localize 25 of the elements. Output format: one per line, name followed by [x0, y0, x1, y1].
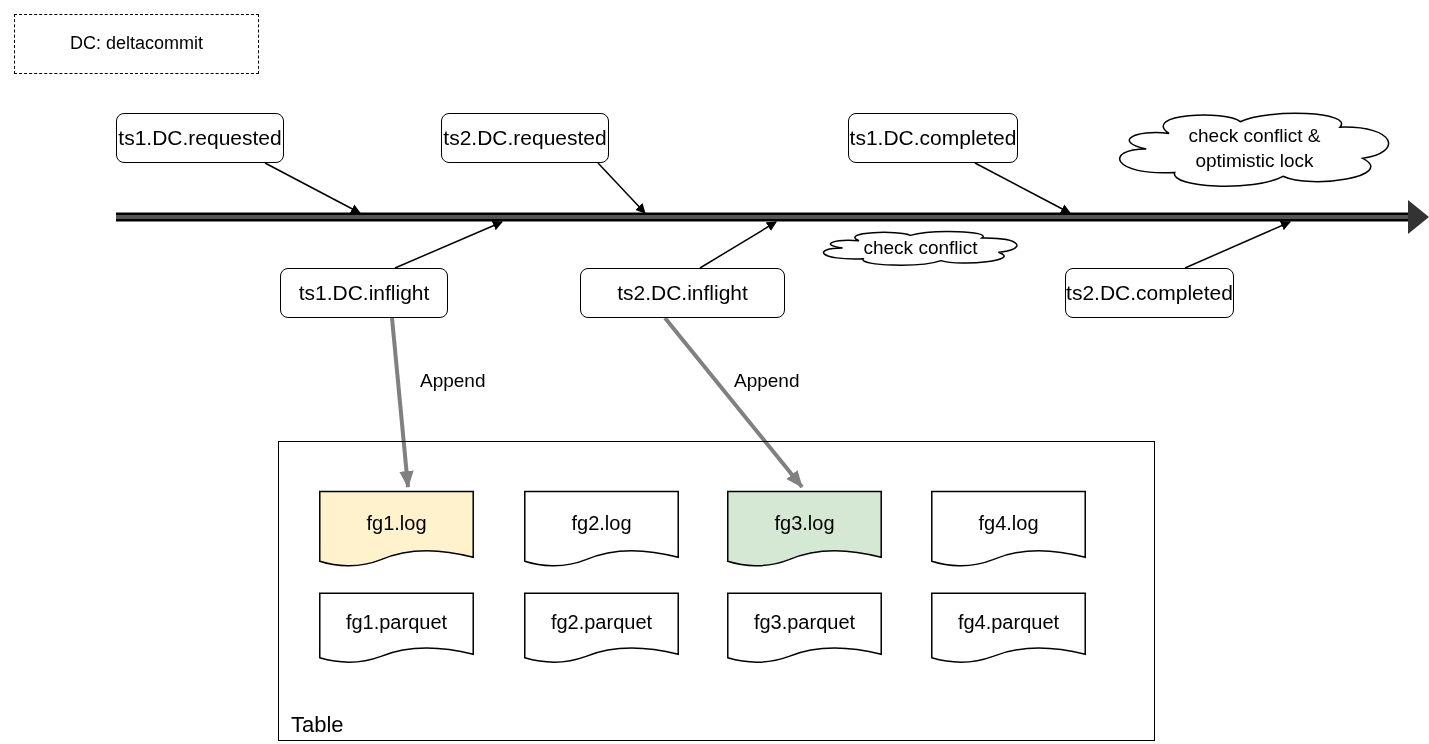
state-box: ts2.DC.completed — [1065, 268, 1234, 318]
arrow — [699, 221, 777, 269]
state-box: ts1.DC.completed — [848, 113, 1018, 163]
container-title: Table — [290, 712, 345, 738]
document-shape: fg1.parquet — [319, 593, 474, 665]
state-box: ts1.DC.inflight — [280, 268, 448, 318]
arrow — [597, 162, 646, 214]
note-box: DC: deltacommit — [14, 14, 259, 74]
arrow — [394, 220, 503, 269]
arrow — [974, 162, 1071, 214]
document-shape: fg4.parquet — [931, 593, 1086, 665]
document-shape: fg2.parquet — [524, 593, 679, 665]
arrow — [663, 316, 804, 489]
state-box: ts2.DC.requested — [441, 113, 609, 163]
state-box: ts2.DC.inflight — [580, 268, 785, 318]
arrow — [1184, 221, 1291, 269]
arrow — [390, 317, 414, 488]
document-shape: fg2.log — [524, 491, 679, 569]
table-container — [278, 441, 1155, 741]
document-shape: fg1.log — [319, 491, 474, 569]
state-box: ts1.DC.requested — [116, 113, 284, 163]
document-shape: fg3.log — [727, 491, 882, 569]
document-shape: fg3.parquet — [727, 593, 882, 665]
arrow — [264, 162, 361, 214]
document-shape: fg4.log — [931, 491, 1086, 569]
